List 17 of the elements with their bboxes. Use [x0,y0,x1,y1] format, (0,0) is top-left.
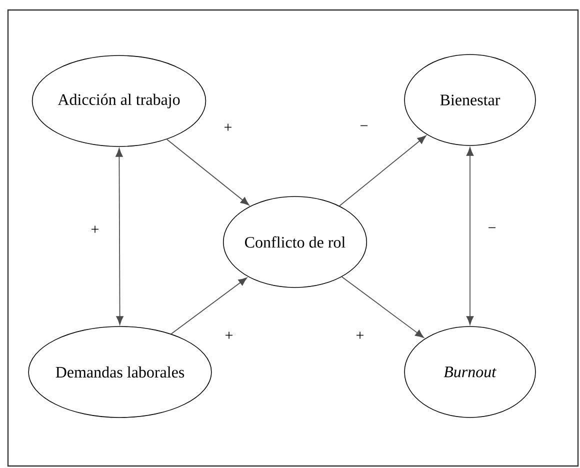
arrow [170,277,248,334]
ellipse-node: Demandas laborales [28,326,212,418]
edge-label: − [360,125,368,126]
edge-label: + [92,226,98,233]
ellipse-node: Burnout [404,326,536,418]
arrow [166,138,250,206]
edge-label: + [356,332,364,339]
ellipse-node: Conflicto de rol [222,196,368,288]
ellipse-node: Adicción al trabajo [32,55,206,147]
arrow [339,135,426,206]
ellipse-node: Bienestar [404,54,536,146]
arrow [466,147,474,325]
edge-label: + [224,124,232,131]
edge-label: + [226,332,232,339]
arrow [116,148,124,325]
arrow [341,276,424,338]
edge-label: − [488,227,496,228]
